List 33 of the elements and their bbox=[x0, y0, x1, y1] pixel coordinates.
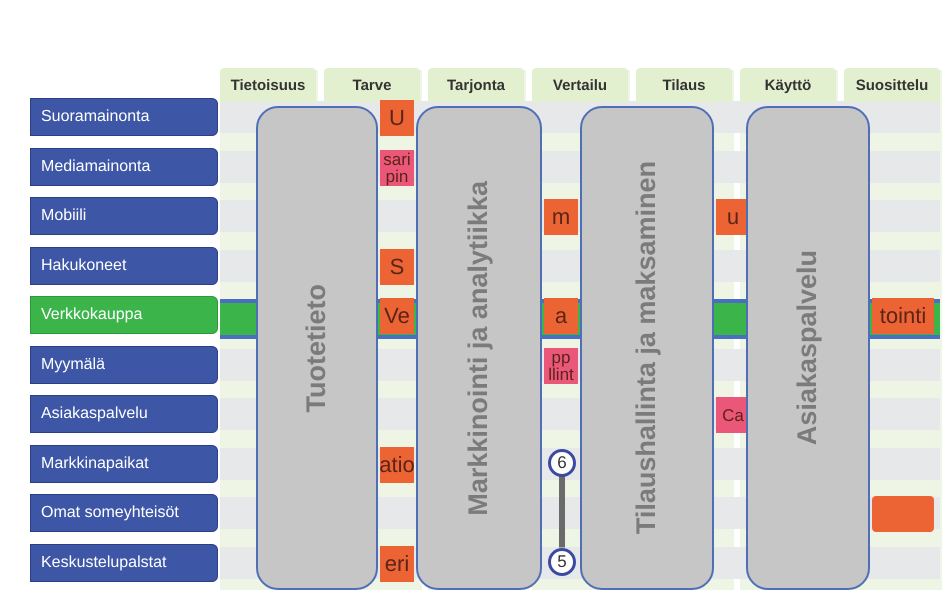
process-panel: Asiakaspalvelu bbox=[746, 106, 870, 590]
process-panel: Tilaushallinta ja maksaminen bbox=[580, 106, 714, 590]
column-header: Tarve bbox=[324, 68, 420, 102]
channel-label: Mobiili bbox=[30, 197, 218, 235]
channel-label: Asiakaspalvelu bbox=[30, 395, 218, 433]
column-header: Tietoisuus bbox=[220, 68, 316, 102]
channel-label: Verkkokauppa bbox=[30, 296, 218, 334]
channel-label: Myymälä bbox=[30, 346, 218, 384]
process-panel: Tuotetieto bbox=[256, 106, 378, 590]
service-box: a bbox=[544, 298, 578, 334]
service-box: Ve bbox=[380, 298, 414, 334]
service-box: m bbox=[544, 199, 578, 235]
service-box: atio bbox=[380, 446, 414, 482]
column-header: Tilaus bbox=[636, 68, 732, 102]
process-panel: Markkinointi ja analytiikka bbox=[416, 106, 542, 590]
channel-label: Markkinapaikat bbox=[30, 444, 218, 482]
channel-label: Omat someyhteisöt bbox=[30, 494, 218, 532]
service-box: S bbox=[380, 248, 414, 284]
service-box: U bbox=[380, 100, 414, 136]
service-box bbox=[872, 496, 934, 532]
column-header: Tarjonta bbox=[428, 68, 524, 102]
channel-label: Keskustelupalstat bbox=[30, 544, 218, 582]
service-box: eri bbox=[380, 546, 414, 582]
column-header: Vertailu bbox=[532, 68, 628, 102]
service-box: pp llint bbox=[544, 348, 578, 384]
service-box: tointi bbox=[872, 298, 934, 334]
channel-label: Mediamainonta bbox=[30, 148, 218, 186]
column-header: Käyttö bbox=[740, 68, 836, 102]
channel-label: Hakukoneet bbox=[30, 246, 218, 284]
channel-label: Suoramainonta bbox=[30, 98, 218, 136]
column-header: Suosittelu bbox=[844, 68, 940, 102]
connector-line bbox=[559, 476, 565, 548]
service-box: sari pin bbox=[380, 150, 414, 186]
